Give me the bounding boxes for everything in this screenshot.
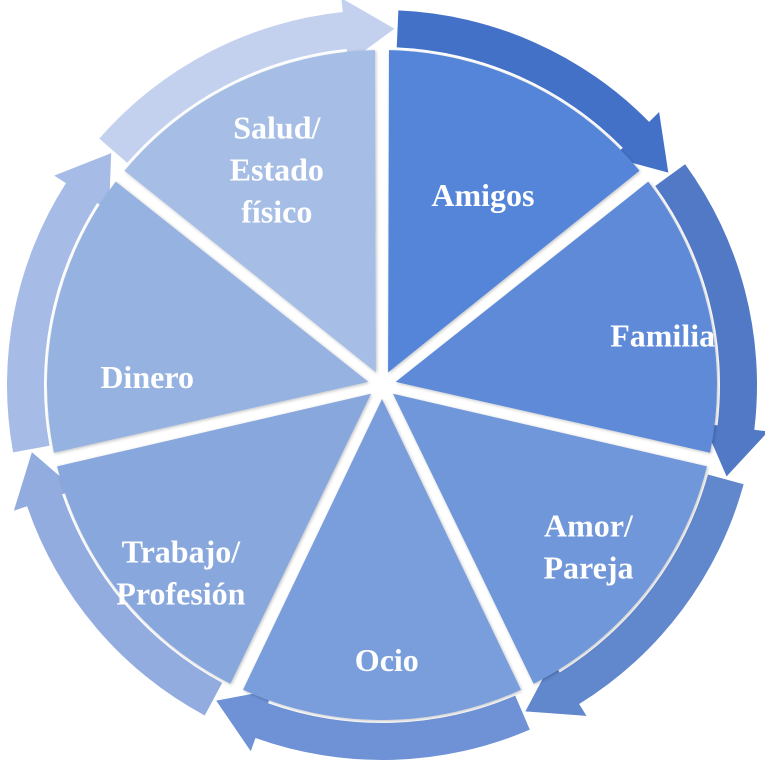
segment-label-line: Trabajo/ — [122, 534, 242, 570]
segment-label-familia: Familia — [610, 318, 715, 354]
cycle-arrow-familia — [655, 164, 765, 477]
segment-wedge-amigos — [388, 50, 640, 373]
segment-label-line: Amigos — [431, 177, 534, 213]
cycle-arrow-dinero — [6, 153, 112, 453]
cycle-arrow-trabajo — [13, 452, 223, 716]
segment-label-amor: Amor/Pareja — [543, 507, 634, 585]
segment-label-line: Familia — [610, 318, 715, 354]
segment-wedge-trabajo — [57, 393, 372, 684]
segment-label-line: Amor/ — [544, 507, 634, 543]
cycle-arrow-salud — [99, 0, 395, 163]
segment-label-line: Salud/ — [233, 109, 321, 145]
segment-label-line: físico — [241, 193, 312, 229]
segment-label-ocio: Ocio — [355, 642, 419, 678]
segment-label-line: Pareja — [543, 549, 633, 585]
segment-label-amigos: Amigos — [431, 177, 534, 213]
segment-wedges — [46, 50, 718, 721]
segment-wedge-ocio — [242, 399, 522, 721]
cycle-arrow-amigos — [396, 10, 669, 173]
arrow-ring — [6, 0, 765, 760]
cycle-arrow-ocio — [216, 690, 530, 760]
segment-wedge-familia — [395, 181, 718, 453]
segment-label-trabajo: Trabajo/Profesión — [116, 534, 245, 612]
segment-label-line: Profesión — [116, 576, 245, 612]
segment-label-line: Estado — [230, 151, 324, 187]
segment-wedge-dinero — [46, 181, 369, 453]
segment-label-dinero: Dinero — [100, 359, 194, 395]
segment-label-salud: Salud/Estado físico — [230, 109, 324, 229]
segment-label-line: Dinero — [100, 359, 194, 395]
segment-wedge-salud — [124, 50, 376, 373]
segment-label-line: Ocio — [355, 642, 419, 678]
segment-wedge-amor — [392, 393, 707, 684]
cycle-arrow-amor — [525, 474, 744, 716]
